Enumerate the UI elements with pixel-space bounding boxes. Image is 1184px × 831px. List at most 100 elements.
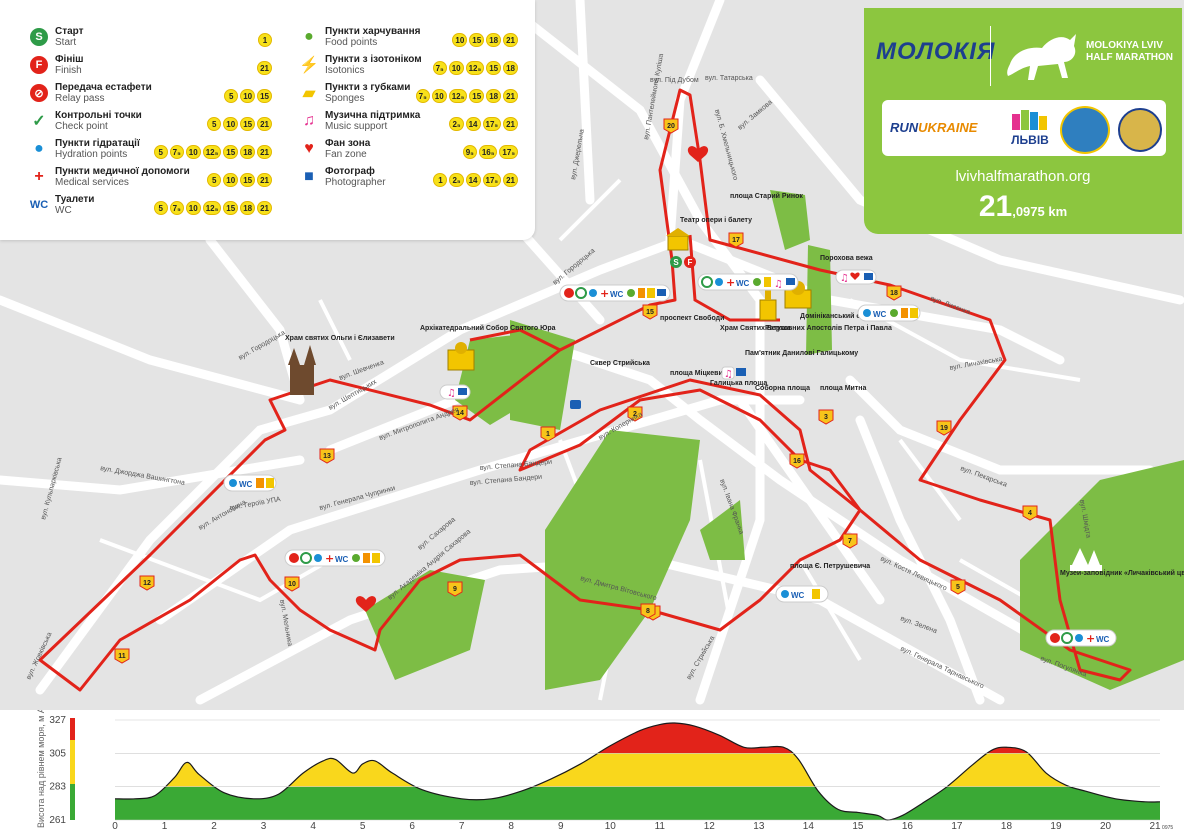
x-tick-suffix: 0975: [1162, 825, 1173, 831]
website-url[interactable]: lvivhalfmarathon.org: [955, 168, 1091, 185]
km-marker: 8: [640, 603, 656, 619]
x-tick-label: 12: [704, 821, 716, 831]
svg-text:WC: WC: [239, 480, 253, 489]
km-badge: 10: [431, 89, 447, 103]
y-tick-label: 305: [49, 748, 66, 759]
legend-label-en: Check point: [55, 121, 108, 132]
fanzone-icon: ♥: [304, 140, 314, 157]
km-badge: 15: [223, 145, 239, 159]
svg-text:3: 3: [824, 414, 828, 421]
km-badge: 12₅: [465, 61, 485, 75]
km-badge: 7₅: [169, 145, 184, 159]
legend-label-en: WC: [55, 205, 72, 216]
km-badge: 10: [448, 61, 464, 75]
km-badge: 10: [223, 173, 239, 187]
start-icon: S: [30, 28, 48, 46]
legend-label-en: Photographer: [325, 177, 386, 188]
park-shevchenko: [510, 320, 575, 430]
sponge-icon: ▰: [302, 85, 316, 102]
svg-text:WC: WC: [736, 279, 750, 288]
km-badge: 15: [240, 117, 256, 131]
km-badge: 21: [257, 145, 272, 159]
km-marker: 19: [936, 420, 952, 436]
altitude-line: [114, 722, 1161, 821]
legend-label-uk: Пункти медичної допомоги: [55, 166, 190, 177]
svg-text:♫: ♫: [724, 369, 733, 380]
svg-text:13: 13: [323, 453, 331, 460]
legend-label-uk: Пункти з губками: [325, 82, 411, 93]
landmark-label: Архікатедральний Собор Святого Юра: [420, 324, 556, 332]
legend-label-uk: Фан зона: [325, 138, 371, 149]
event-title-line1: MOLOKIYA LVIV: [1086, 40, 1163, 51]
legend-label-en: Finish: [55, 65, 82, 76]
km-marker: 11: [114, 648, 130, 664]
km-badge: 10: [185, 145, 201, 159]
altitude-band-mid: [115, 753, 1160, 787]
km-badge: 21: [503, 89, 518, 103]
hydration-icon: ●: [34, 140, 44, 157]
km-badge: 5: [207, 173, 222, 187]
x-tick-label: 4: [310, 821, 316, 831]
landmark-label: проспект Свободи: [660, 314, 724, 322]
landmark-label: Музей-заповідник «Личаківський цвинтар»: [1060, 569, 1184, 577]
svg-text:10: 10: [288, 581, 296, 588]
svg-text:+: +: [726, 276, 735, 289]
svg-text:12: 12: [143, 580, 151, 587]
lychakiv-cemetery-icon: [1070, 548, 1102, 571]
km-badge: 2₅: [449, 117, 464, 131]
landmark-label: Галицька площа: [710, 380, 767, 387]
landmark-label: Домініканський собор: [800, 312, 877, 320]
fan-zone-heart-icon: [355, 146, 709, 612]
run-ukraine-logo: RUNUKRAINE: [890, 120, 977, 135]
km-badge: 5: [207, 117, 222, 131]
photographer-markers: ♫: [570, 366, 746, 409]
start-marker[interactable]: S: [670, 256, 682, 268]
svg-text:2: 2: [633, 411, 637, 418]
legend-label-en: Music support: [325, 121, 388, 132]
x-tick-label: 20: [1100, 821, 1112, 831]
svg-text:8: 8: [646, 608, 650, 615]
km-marker: 18: [886, 285, 902, 301]
km-badge: 1: [258, 33, 272, 47]
km-badge: 15: [257, 89, 272, 103]
run-label: RUN: [890, 120, 919, 135]
street-label: вул. Під Дубом: [650, 76, 699, 84]
street-label: вул. Татарська: [705, 75, 753, 82]
svg-text:F: F: [688, 258, 693, 267]
legend-label-uk: Туалети: [55, 194, 95, 205]
legend-label-uk: Пункти харчування: [325, 26, 421, 37]
km-badge: 10: [452, 33, 468, 47]
svg-text:11: 11: [118, 653, 126, 660]
service-cluster-start: + WC: [559, 284, 671, 302]
x-tick-label: 5: [360, 821, 366, 831]
finish-marker[interactable]: F: [684, 256, 696, 268]
legend-label-en: Medical services: [55, 177, 129, 188]
km-marker: 10: [284, 576, 300, 592]
opera-theatre-icon: [666, 228, 690, 251]
svg-text:WC: WC: [610, 290, 624, 299]
medical-icon: +: [34, 168, 44, 185]
km-badge: 12₅: [202, 201, 222, 215]
service-cluster-21km: + WC ♫: [697, 273, 799, 291]
km-badge: 18: [486, 89, 502, 103]
km-badge: 18: [240, 145, 256, 159]
service-cluster-lychakiv: + WC: [1045, 629, 1117, 647]
distance-main: 21: [978, 190, 1013, 223]
altitude-gridlines: [115, 719, 1160, 821]
st-yura-cathedral-icon: [447, 342, 475, 371]
svg-text:+: +: [1086, 632, 1095, 645]
